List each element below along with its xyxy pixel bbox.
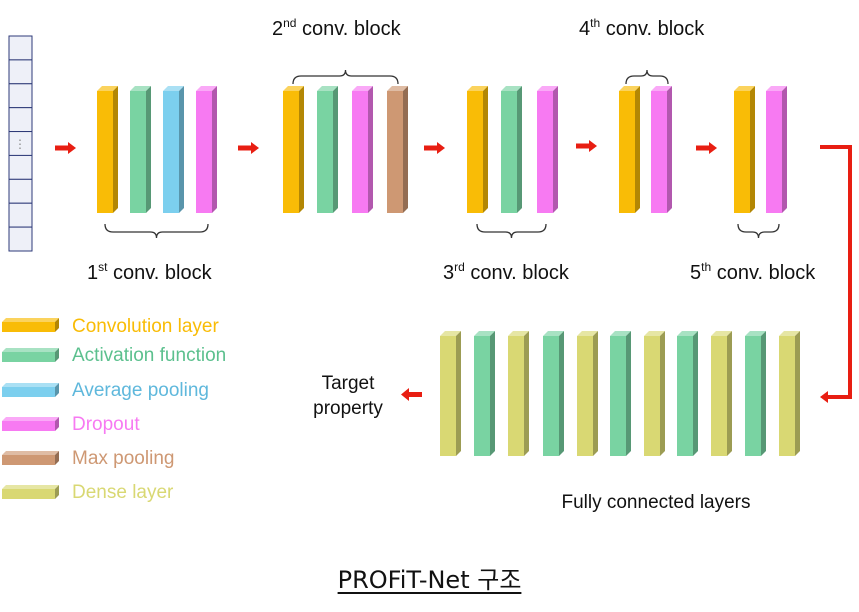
input-cell [8,154,33,180]
fc-dense-layer-3 [508,331,529,456]
brace [292,69,399,85]
brace [104,223,209,239]
fc-dense-layer-7 [644,331,665,456]
legend-label-dense: Dense layer [72,482,174,503]
block-label-3: 3rd conv. block [443,260,570,284]
legend-swatch-conv [2,318,59,332]
fc-dense-layer-9 [711,331,732,456]
legend-swatch-avgpool [2,383,59,397]
b3-act-layer-2 [501,86,522,213]
b1-conv-layer-1 [97,86,118,213]
b2-maxpool-layer-4 [387,86,408,213]
input-cell [8,83,33,109]
brace [476,223,547,239]
b2-dropout-layer-3 [352,86,373,213]
block-label-1: 1st conv. block [87,260,213,284]
legend-label-dropout: Dropout [72,414,140,435]
fc-dense-layer-5 [577,331,598,456]
input-cell [8,226,33,252]
input-vector [8,35,33,252]
b3-conv-layer-1 [467,86,488,213]
legend-swatch-dense [2,485,59,499]
layer-stack [97,86,800,456]
b2-act-layer-2 [317,86,338,213]
brace [737,223,780,239]
block-braces [104,69,780,239]
figure-caption: PROFiT-Net 구조 [337,566,522,594]
block-label-4: 4th conv. block [579,16,705,40]
fc-dense-layer-1 [440,331,461,456]
fc-act-layer-8 [677,331,698,456]
legend-swatch-maxpool [2,451,59,465]
legend-swatch-dropout [2,417,59,431]
flow-arrow [696,142,717,154]
flow-arrow [55,142,76,154]
output-label-line1: Target [322,373,376,394]
b1-avgpool-layer-3 [163,86,184,213]
block-label-5: 5th conv. block [690,260,816,284]
legend-swatches [2,318,59,499]
input-ellipsis: ⋮ [14,137,26,151]
b1-dropout-layer-4 [196,86,217,213]
b4-conv-layer-1 [619,86,640,213]
input-cell [8,59,33,85]
legend-swatch-act [2,348,59,362]
flow-arrow [576,140,597,152]
output-label-line2: property [313,398,383,419]
b5-conv-layer-1 [734,86,755,213]
b2-conv-layer-1 [283,86,304,213]
block-label-2: 2nd conv. block [272,16,402,40]
input-cell [8,178,33,204]
fc-dense-layer-11 [779,331,800,456]
legend-label-conv: Convolution layer [72,316,219,337]
output-arrow [401,388,422,401]
brace [625,69,669,85]
fc-act-layer-2 [474,331,495,456]
legend-label-maxpool: Max pooling [72,448,174,469]
legend-label-avgpool: Average pooling [72,380,209,401]
input-cell [8,35,33,61]
flow-arrows [55,140,852,403]
connector-arrow [820,145,852,403]
input-cell [8,107,33,133]
fc-layers-label: Fully connected layers [561,492,750,513]
b3-dropout-layer-3 [537,86,558,213]
flow-arrow [424,142,445,154]
fc-act-layer-6 [610,331,631,456]
b4-dropout-layer-2 [651,86,672,213]
fc-act-layer-10 [745,331,766,456]
legend-label-act: Activation function [72,345,226,366]
b5-dropout-layer-2 [766,86,787,213]
flow-arrow [238,142,259,154]
fc-act-layer-4 [543,331,564,456]
input-cell [8,202,33,228]
b1-act-layer-2 [130,86,151,213]
